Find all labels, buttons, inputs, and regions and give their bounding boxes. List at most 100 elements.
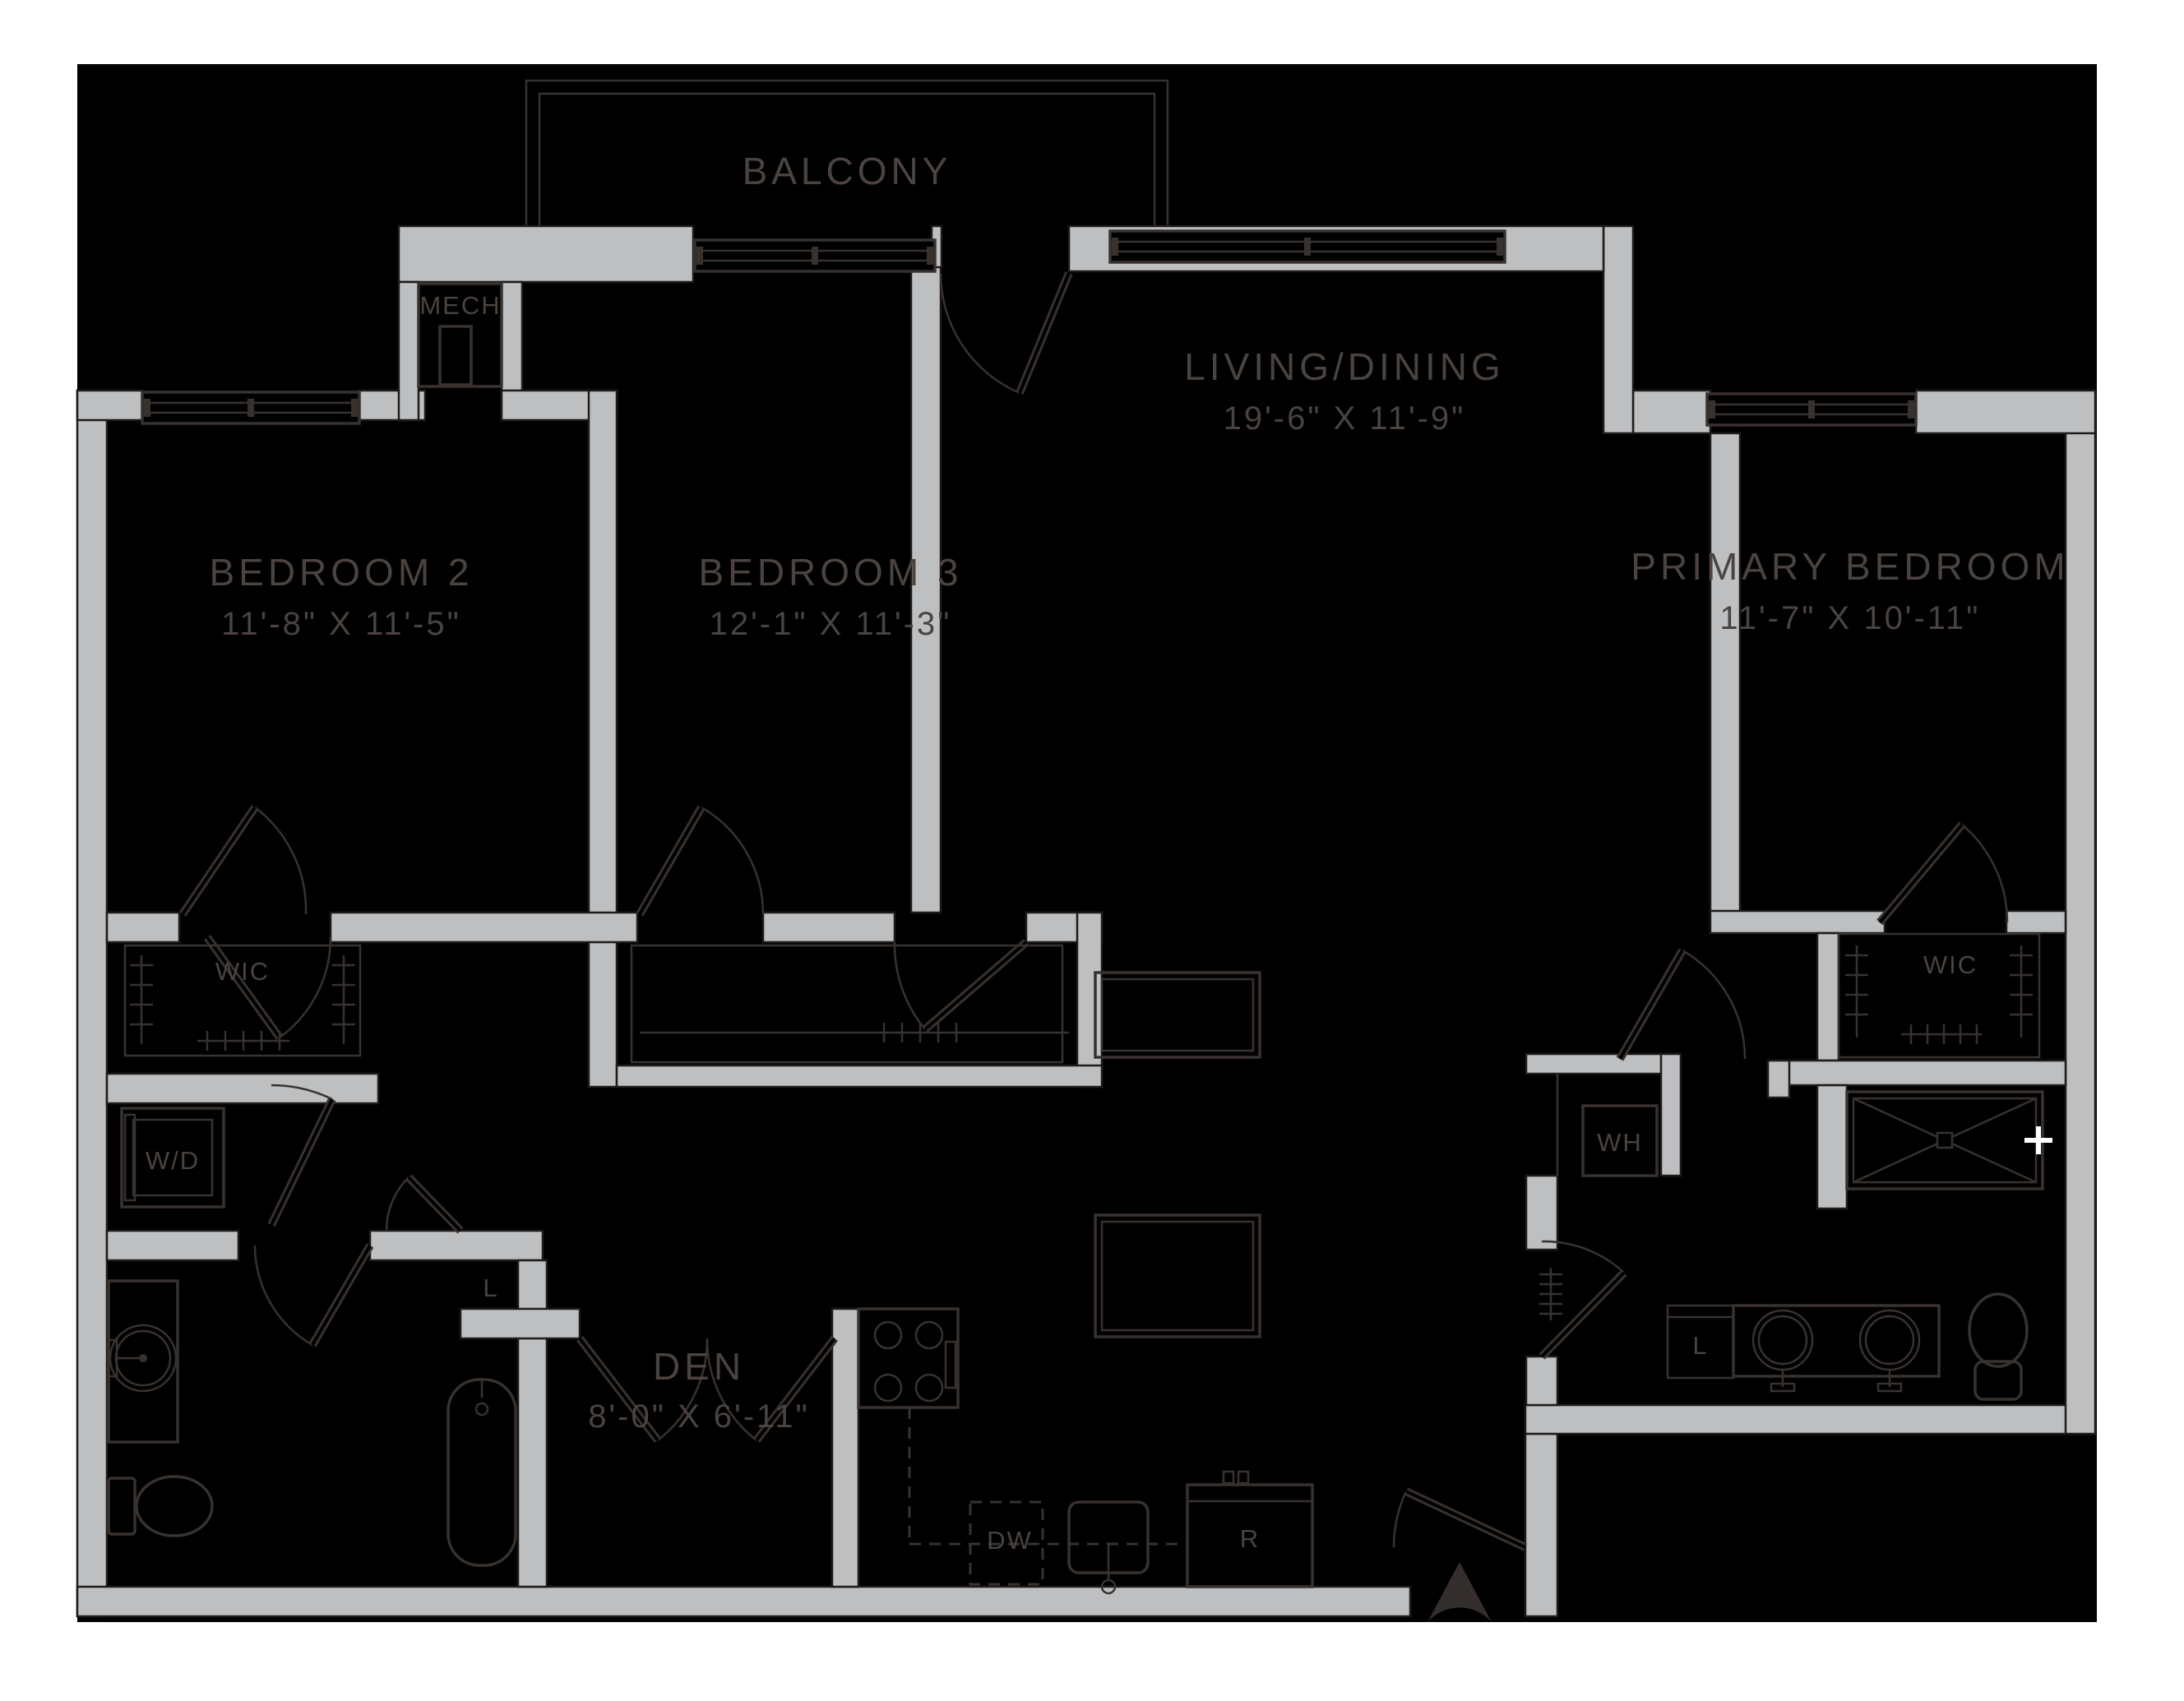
wall-primary-left (1709, 432, 1742, 914)
kitchen-island (1094, 971, 1261, 1059)
mech-label: MECH (419, 291, 501, 320)
door-hall-closet (893, 939, 1030, 1033)
wall-wic2-bottom (105, 1072, 380, 1105)
bedroom3-dims: 12'-1" X 11'-3" (710, 606, 952, 642)
door-primary-bath (1539, 1240, 1627, 1360)
window-bedroom3 (693, 238, 937, 273)
wall-primary-bottom-right (2005, 909, 2067, 935)
wall-bath2-top-right (368, 1229, 544, 1262)
door-den-double (576, 1335, 838, 1444)
fixtures (107, 282, 2052, 1622)
wall-primary-bottom-left (1709, 909, 1886, 935)
wall-primary-bath-bottom (1524, 1403, 2097, 1435)
door-linen-hall (385, 1174, 464, 1234)
window-bedroom2 (141, 391, 361, 425)
wall-bedroom-band-2 (329, 911, 639, 944)
bathroom2-toilet (107, 1475, 214, 1537)
door-wic-primary (1876, 821, 2009, 926)
bathroom2-vanity (107, 1279, 179, 1444)
doors (178, 271, 2009, 1551)
wall-bedroom2-bedroom3 (587, 389, 618, 1089)
water-heater-unit (1581, 1104, 1659, 1177)
living-name: LIVING/DINING (1184, 345, 1505, 388)
wall-mech-left (397, 280, 420, 422)
wall-closet-right (1076, 911, 1104, 1089)
mech-door-panel (438, 325, 473, 386)
window-primary (1705, 392, 1918, 427)
balcony-outline (525, 79, 1169, 247)
wic-bedroom2-closet (123, 944, 362, 1057)
door-bedroom2 (178, 805, 308, 917)
water-heater-label: WH (1597, 1128, 1643, 1157)
wall-exterior-left (76, 389, 109, 1618)
wall-primary-top-left (1631, 389, 1712, 435)
wall-exterior-right (2064, 389, 2097, 1435)
wic-bedroom2-label: WIC (215, 957, 270, 986)
primary-toilet (1968, 1292, 2029, 1401)
door-bedroom3 (636, 805, 765, 917)
door-washer-dryer (267, 1084, 336, 1227)
shower-head-marker (2024, 1126, 2052, 1154)
wic-primary-closet (1837, 932, 2041, 1059)
washer-dryer-unit (120, 1107, 225, 1209)
wall-shower-left (1816, 1084, 1849, 1210)
wall-wh-right (1659, 1052, 1682, 1177)
linen-primary-label: L (1692, 1331, 1708, 1360)
wall-bedroom-band-3 (761, 911, 896, 944)
wall-balcony-block (397, 224, 695, 284)
wall-wh-top (1525, 1052, 1682, 1075)
primary-name: PRIMARY BEDROOM (1631, 545, 2069, 588)
counter-dashed-edge (908, 1407, 1187, 1546)
wall-closet-bottom (615, 1064, 1104, 1089)
bedroom2-dims: 11'-8" X 11'-5" (221, 606, 461, 642)
den-dims: 8'-0" X 6'-11" (588, 1398, 809, 1435)
door-primary-bedroom (1616, 948, 1747, 1061)
washer-dryer-label: W/D (146, 1146, 200, 1175)
balcony-label: BALCONY (743, 150, 952, 192)
linen-hall-label: L (483, 1273, 498, 1302)
refrigerator-box (1186, 1470, 1314, 1588)
wall-exterior-bottom (76, 1585, 1412, 1618)
door-balcony (939, 271, 1073, 395)
entry-arrow (1427, 1562, 1492, 1622)
door-wic-bedroom2 (203, 935, 332, 1040)
entry-coat-rod (1539, 1268, 1562, 1320)
dishwasher-label: DW (987, 1526, 1033, 1555)
bedroom3-name: BEDROOM 3 (698, 551, 962, 594)
wall-primary-top-right (1914, 389, 2097, 435)
windows (141, 229, 1918, 427)
wall-bedroom3-living (909, 263, 942, 914)
bedroom3-closet (630, 944, 1069, 1064)
den-name: DEN (653, 1345, 745, 1388)
door-entry (1392, 1487, 1528, 1551)
walls (76, 224, 2097, 1618)
living-dims: 19'-6" X 11'-9" (1224, 400, 1466, 437)
mech-room-outline (417, 282, 503, 388)
wall-primary-bath-left-b (1525, 1355, 1559, 1407)
primary-shower (1845, 1090, 2052, 1190)
wic-primary-label: WIC (1923, 950, 1978, 979)
dishwasher-box (969, 1500, 1044, 1586)
bedroom2-name: BEDROOM 2 (209, 551, 473, 594)
kitchen-sink (1067, 1500, 1150, 1595)
wall-bedroom2-top-left (76, 389, 144, 422)
refrigerator-label: R (1240, 1524, 1260, 1553)
wall-den-right (831, 1307, 860, 1588)
kitchen-counter-block (1094, 1213, 1261, 1338)
primary-vanity (1732, 1304, 1941, 1393)
wall-wic-primary-bottom (1766, 1059, 2067, 1087)
window-living (1108, 229, 1506, 264)
bathroom2-tub (447, 1378, 517, 1567)
wall-primary-bath-left-a (1525, 1174, 1559, 1251)
door-bathroom2 (253, 1243, 374, 1347)
wall-living-primary-step (1602, 224, 1635, 435)
labels: BALCONY MECH BEDROOM 2 11'-8" X 11'-5" B… (146, 150, 2069, 1555)
wall-wic-primary-left (1816, 931, 1840, 1062)
primary-dims: 11'-7" X 10'-11" (1719, 600, 1980, 636)
wall-wic-primary-step (1766, 1059, 1791, 1099)
wall-entry-jamb (1524, 1432, 1559, 1618)
wall-den-top-left (459, 1307, 581, 1340)
wall-bedroom-band-1 (105, 911, 181, 944)
